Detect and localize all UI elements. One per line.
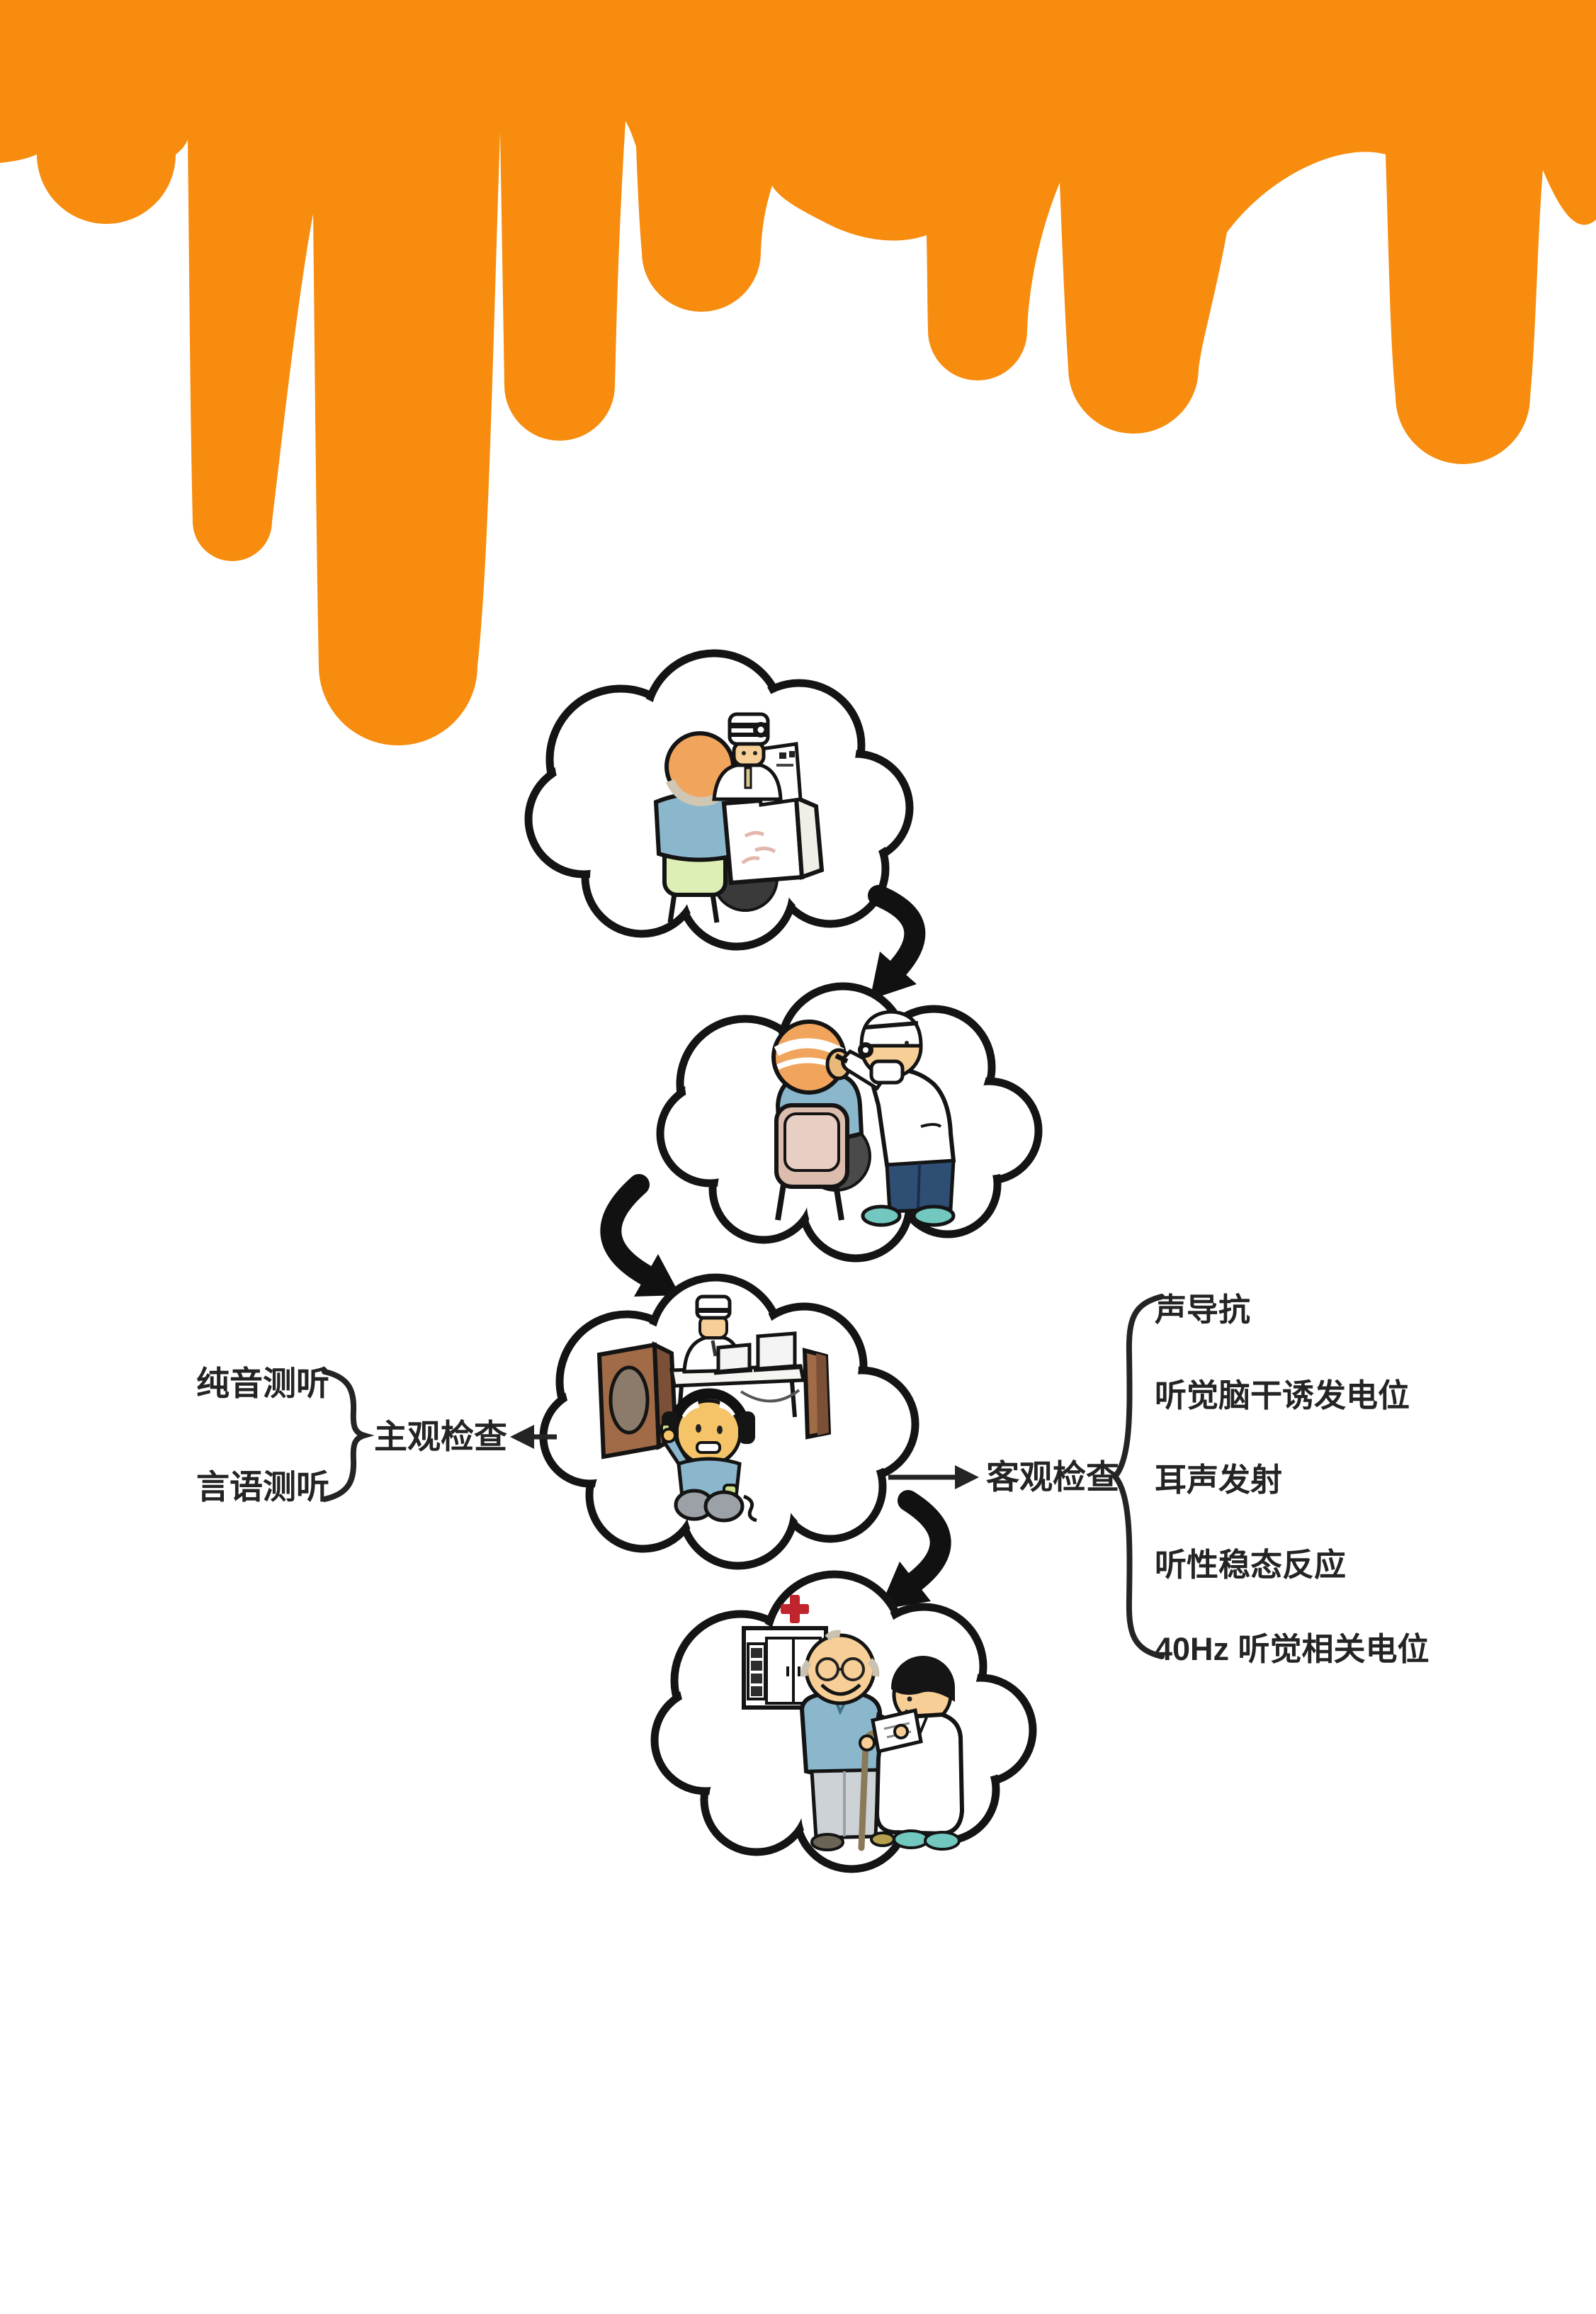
doctor-shoe (924, 1831, 961, 1851)
objective-branch: 客观检查 声导抗 听觉脑干诱发电位 耳声发射 听性稳态反应 40Hz 听觉相关电… (888, 1292, 1430, 1667)
headphone-cup (738, 1411, 755, 1444)
label-objective-exam: 客观检查 (986, 1458, 1119, 1496)
laptop (716, 1343, 752, 1374)
flow-arrow-3 (879, 1490, 951, 1610)
thought-bubble-result (650, 1570, 1037, 1873)
otoscope-icon (834, 1053, 849, 1064)
flow-arrow-1 (868, 885, 926, 1000)
paint-drip-decoration (0, 0, 1596, 745)
subjective-arrow (510, 1425, 557, 1449)
thought-bubble-ear-exam (656, 982, 1043, 1263)
red-cross-icon (781, 1595, 809, 1623)
face-mask (869, 1059, 905, 1085)
hearing-test-scene (596, 1294, 832, 1523)
label-assr: 听性稳态反应 (1155, 1547, 1346, 1583)
label-pure-tone-audiometry: 纯音测听 (196, 1365, 329, 1402)
objective-arrow (888, 1465, 979, 1489)
headphone-band-icon (669, 1388, 749, 1423)
label-oae: 耳声发射 (1155, 1462, 1282, 1498)
thought-bubble-consultation (524, 649, 914, 951)
label-speech-audiometry: 言语测听 (196, 1468, 329, 1506)
label-40hz-aerp: 40Hz 听觉相关电位 (1155, 1631, 1430, 1667)
label-abr: 听觉脑干诱发电位 (1155, 1377, 1410, 1413)
desk (721, 795, 805, 886)
doctor-shoe (893, 1829, 929, 1849)
right-brace (1111, 1294, 1165, 1659)
doctor-face (732, 740, 766, 767)
glasses-icon (815, 1657, 865, 1681)
result-explanation-scene (742, 1595, 965, 1851)
audiologist-cap (695, 1294, 732, 1320)
doctor-shoe (912, 1204, 956, 1227)
doctor-cap (859, 1010, 923, 1048)
subjective-branch: 纯音测听 言语测听 主观检查 (196, 1365, 557, 1506)
laptop (756, 1331, 797, 1371)
thought-bubble-hearing-test (539, 1273, 919, 1570)
consultation-scene (653, 712, 825, 923)
label-acoustic-immittance: 声导抗 (1155, 1292, 1250, 1328)
flow-arrow-2 (600, 1174, 680, 1297)
doctor-shoe (861, 1204, 902, 1227)
left-brace (322, 1369, 375, 1502)
ear-examination-scene (771, 1010, 956, 1227)
label-subjective-exam: 主观检查 (374, 1418, 507, 1455)
